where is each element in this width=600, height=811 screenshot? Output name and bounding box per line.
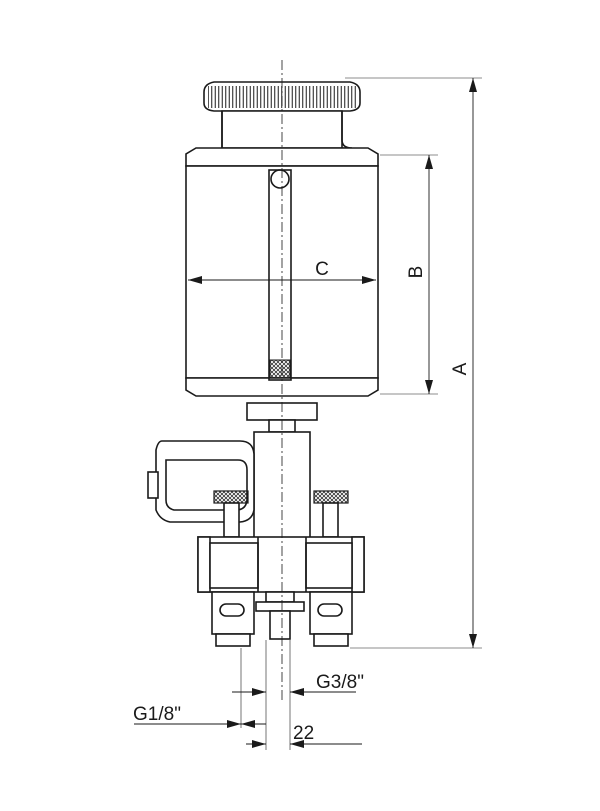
dimension-g38-label: G3/8" (316, 672, 364, 693)
bottom-extension-lines (240, 640, 291, 750)
dimension-a: A (345, 77, 482, 649)
manifold (197, 536, 365, 593)
dimension-g38: G3/8" (232, 672, 364, 696)
dimension-c-label: C (315, 259, 329, 280)
dimension-g18-label: G1/8" (133, 704, 181, 725)
dimension-g18: G1/8" (133, 704, 266, 728)
dimension-22-label: 22 (293, 723, 314, 744)
outlet-fittings (211, 591, 353, 647)
top-cap (203, 81, 361, 149)
dimension-a-label: A (450, 362, 471, 375)
adjust-screws (213, 490, 349, 538)
dimension-22: 22 (246, 723, 362, 748)
dimension-c: C (188, 259, 376, 284)
dimension-b-label: B (406, 266, 427, 279)
dimension-b: B (380, 154, 438, 395)
